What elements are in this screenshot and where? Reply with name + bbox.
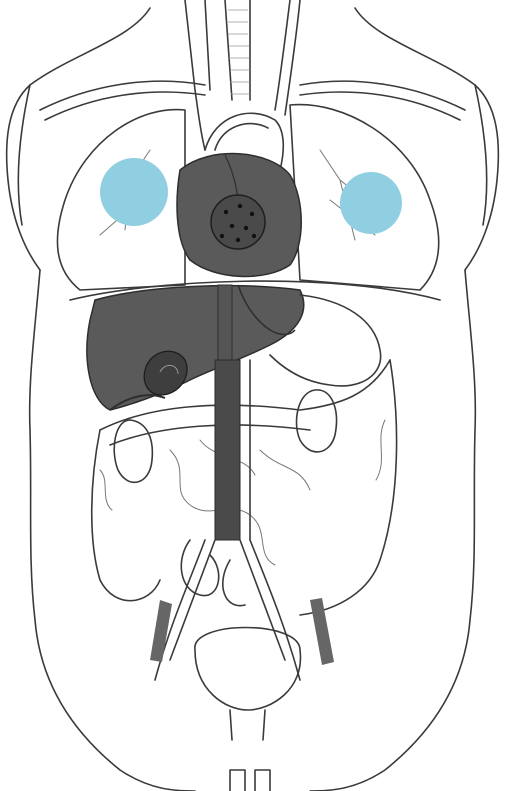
bladder-organ [195,628,301,711]
right-kidney [114,420,152,482]
liver [87,286,304,410]
liver-organ [87,286,304,410]
left-kidney [296,390,336,452]
body-outline [7,8,499,791]
right-highlight-spot [100,158,168,226]
clavicles [40,81,465,120]
left-highlight-spot [340,172,402,234]
neck-vessels [185,0,300,150]
heart [177,154,301,277]
pelvic-loops [181,540,245,606]
bladder [195,628,301,741]
